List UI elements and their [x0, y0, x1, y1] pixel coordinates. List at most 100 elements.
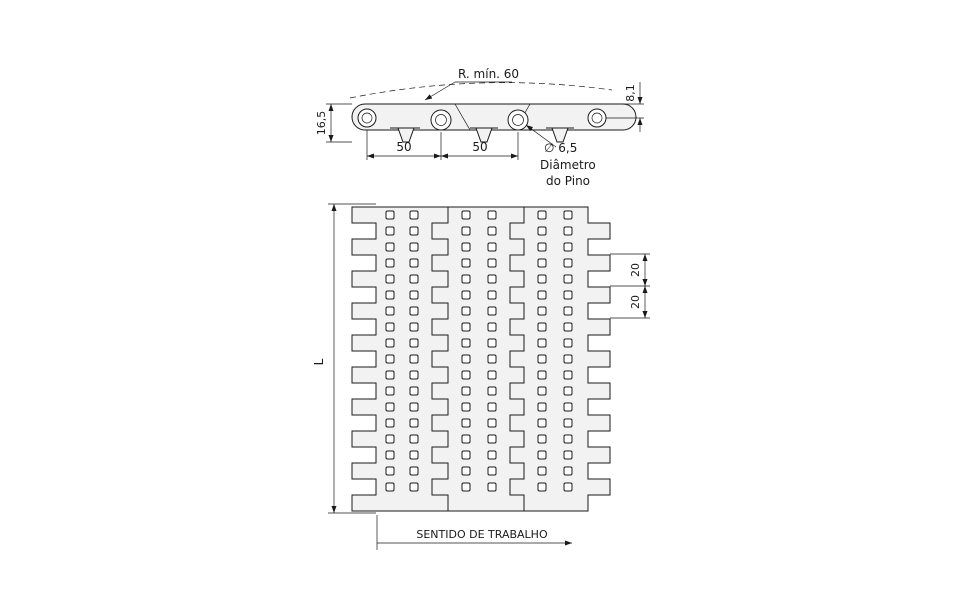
belt-hole — [487, 466, 497, 476]
belt-hole — [537, 226, 547, 236]
belt-hole — [563, 322, 573, 332]
belt-hole — [563, 242, 573, 252]
belt-hole — [385, 306, 395, 316]
belt-hole — [487, 402, 497, 412]
belt-hole — [487, 242, 497, 252]
belt-hole — [537, 418, 547, 428]
belt-hole — [563, 402, 573, 412]
belt-hole — [563, 418, 573, 428]
belt-hole — [385, 338, 395, 348]
belt-hole — [461, 242, 471, 252]
belt-hole — [537, 482, 547, 492]
belt-hole — [563, 306, 573, 316]
belt-hole — [461, 306, 471, 316]
belt-hole — [385, 418, 395, 428]
belt-hole — [537, 322, 547, 332]
height-label: 16,5 — [315, 111, 328, 136]
belt-hole — [409, 306, 419, 316]
belt-hole — [385, 242, 395, 252]
spacing-label: 20 — [629, 295, 642, 309]
belt-hole — [487, 418, 497, 428]
belt-hole — [487, 370, 497, 380]
belt-hole — [537, 274, 547, 284]
top-view: 20 20 L SENTIDO DE TRABALHO — [312, 203, 650, 550]
belt-hole — [385, 258, 395, 268]
pin — [357, 108, 377, 128]
belt-hole — [461, 434, 471, 444]
belt-hole — [461, 402, 471, 412]
belt-hole — [537, 306, 547, 316]
belt-hole — [409, 322, 419, 332]
belt-hole — [563, 434, 573, 444]
belt-hole — [409, 434, 419, 444]
belt-hole — [537, 354, 547, 364]
belt-hole — [385, 482, 395, 492]
belt-hole — [385, 226, 395, 236]
pin-diameter-label: ∅ 6,5 — [544, 141, 577, 155]
belt-hole — [537, 290, 547, 300]
belt-hole — [461, 370, 471, 380]
belt-hole — [409, 226, 419, 236]
belt-hole — [537, 434, 547, 444]
belt-hole — [563, 450, 573, 460]
belt-hole — [409, 402, 419, 412]
belt-hole — [461, 450, 471, 460]
length-label: L — [312, 358, 326, 365]
belt-hole — [385, 210, 395, 220]
belt-hole — [461, 466, 471, 476]
belt-hole — [563, 466, 573, 476]
belt-hole — [487, 338, 497, 348]
belt-hole — [487, 274, 497, 284]
belt-hole — [563, 290, 573, 300]
belt-hole — [537, 450, 547, 460]
belt-hole — [461, 418, 471, 428]
belt-hole — [409, 418, 419, 428]
thickness-label: 8,1 — [624, 84, 637, 102]
belt-hole — [461, 210, 471, 220]
belt-hole — [563, 386, 573, 396]
belt-hole — [537, 402, 547, 412]
belt-hole — [409, 338, 419, 348]
belt-hole — [461, 274, 471, 284]
belt-hole — [409, 466, 419, 476]
belt-hole — [563, 354, 573, 364]
belt-hole — [409, 354, 419, 364]
belt-hole — [461, 338, 471, 348]
belt-hole — [537, 338, 547, 348]
belt-hole — [385, 434, 395, 444]
belt-hole — [385, 450, 395, 460]
belt-hole — [563, 258, 573, 268]
belt-hole — [563, 482, 573, 492]
belt-hole — [461, 290, 471, 300]
belt-hole — [409, 450, 419, 460]
side-view: R. mín. 60 — [315, 67, 644, 188]
belt-hole — [385, 274, 395, 284]
belt-hole — [487, 226, 497, 236]
belt-hole — [563, 226, 573, 236]
belt-hole — [487, 482, 497, 492]
belt-hole — [385, 466, 395, 476]
pin-caption-line2: do Pino — [546, 174, 590, 188]
belt-hole — [385, 370, 395, 380]
belt-hole — [537, 242, 547, 252]
belt-hole — [385, 322, 395, 332]
min-radius-arc — [349, 82, 613, 99]
belt-hole — [461, 482, 471, 492]
belt-holes — [385, 210, 573, 492]
belt-hole — [537, 386, 547, 396]
spacing-label: 20 — [629, 263, 642, 277]
belt-hole — [409, 274, 419, 284]
belt-hole — [409, 370, 419, 380]
belt-hole — [385, 354, 395, 364]
pin — [430, 109, 452, 131]
belt-hole — [461, 386, 471, 396]
belt-hole — [385, 402, 395, 412]
belt-hole — [487, 290, 497, 300]
belt-hole — [487, 450, 497, 460]
belt-hole — [487, 258, 497, 268]
pin — [507, 109, 529, 131]
belt-hole — [537, 210, 547, 220]
pitch-label: 50 — [396, 140, 411, 154]
belt-hole — [563, 274, 573, 284]
